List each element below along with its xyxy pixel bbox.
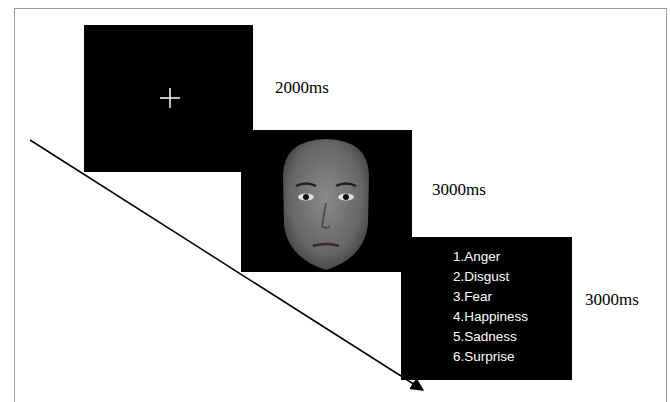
duration-label: 3000ms [432,180,486,200]
left-eye [298,194,314,201]
emotion-option: 4.Happiness [453,307,528,327]
emotion-option: 6.Surprise [453,347,528,367]
stimulus-screen: 3000ms1.Anger2.Disgust3.Fear4.Happiness5… [401,237,572,380]
left-pupil [303,194,309,200]
nose [322,203,330,228]
right-pupil [343,194,349,200]
face-shape [283,139,369,270]
frame [15,9,667,402]
face-screen [241,130,412,272]
right-brow [336,184,356,187]
left-brow [296,184,316,187]
mouth [313,244,339,246]
fixation-screen [84,25,253,172]
response-screen [401,237,572,380]
duration-label: 3000ms [585,290,639,310]
stimulus-screen: 3000ms [241,130,412,272]
emotion-option: 1.Anger [453,247,528,267]
face-picture [283,139,369,270]
fixation-cross-v [169,88,171,108]
stimulus-screen: 2000ms [84,25,253,172]
emotion-option: 2.Disgust [453,267,528,287]
duration-label: 2000ms [275,78,329,98]
option-list: 1.Anger2.Disgust3.Fear4.Happiness5.Sadne… [453,247,528,367]
emotion-option: 5.Sadness [453,327,528,347]
emotion-option: 3.Fear [453,287,528,307]
right-eye [338,194,354,201]
